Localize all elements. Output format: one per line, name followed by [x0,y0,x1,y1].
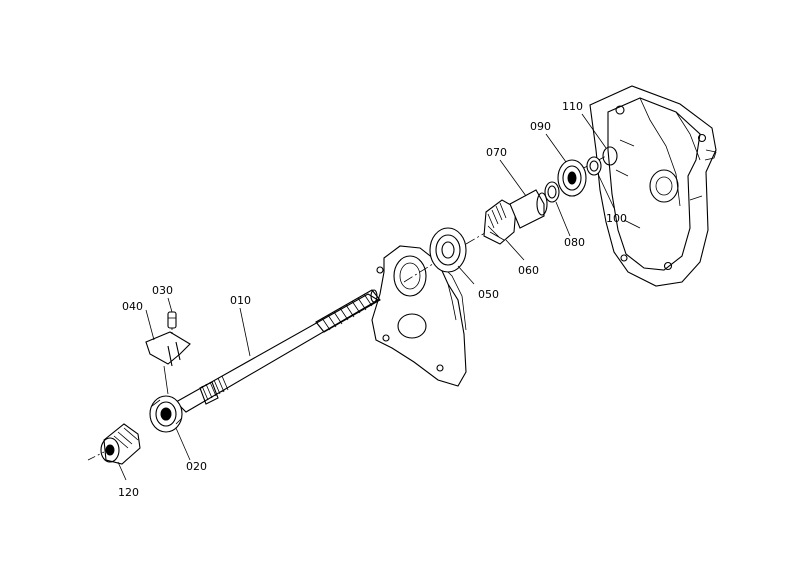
leader-lines [117,113,615,481]
label-060: 060 [518,264,539,277]
label-020: 020 [186,460,207,473]
label-030: 030 [152,284,173,297]
label-050: 050 [478,288,499,301]
bracket-040 [145,331,191,395]
label-110: 110 [562,100,583,113]
bearing-050 [429,227,467,273]
label-080: 080 [564,236,585,249]
label-010: 010 [230,294,251,307]
snap-ring-110 [602,146,618,166]
main-shaft [175,289,381,413]
label-070: 070 [486,146,507,159]
bevel-gear-060 [483,189,548,245]
sleeve-120 [100,423,141,465]
washer-080 [544,181,560,203]
mounting-plate [371,245,467,387]
label-090: 090 [530,120,551,133]
label-120: 120 [118,486,139,499]
washer-100 [586,156,602,176]
label-040: 040 [122,300,143,313]
bearing-020 [149,395,183,433]
bearing-090 [557,159,587,197]
gearbox-housing [589,85,717,287]
label-100: 100 [606,212,627,225]
